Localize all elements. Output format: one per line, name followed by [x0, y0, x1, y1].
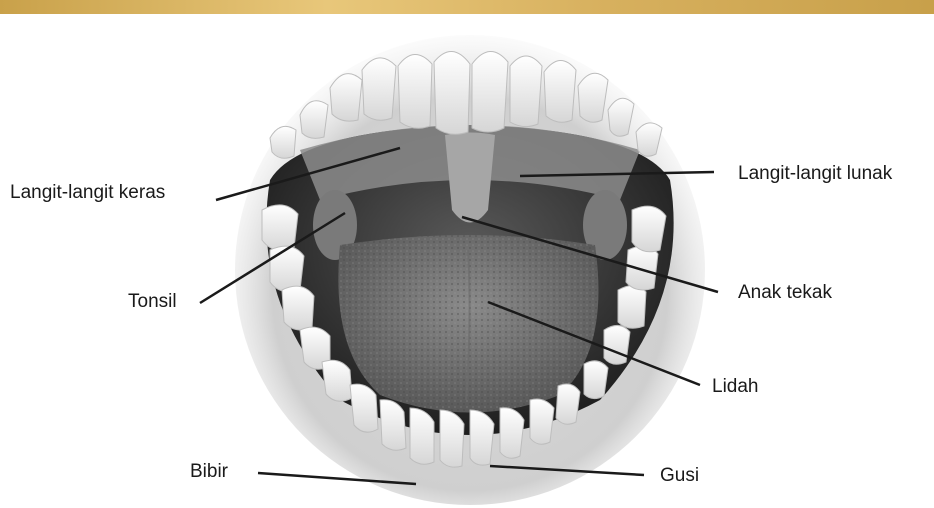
label-uvula: Anak tekak [738, 283, 832, 302]
label-tonsil: Tonsil [128, 292, 177, 311]
label-soft-palate: Langit-langit lunak [738, 164, 892, 183]
uvula [445, 133, 495, 223]
label-tongue: Lidah [712, 377, 759, 396]
label-gum: Gusi [660, 466, 699, 485]
label-hard-palate: Langit-langit keras [10, 183, 165, 202]
label-lip: Bibir [190, 462, 228, 481]
